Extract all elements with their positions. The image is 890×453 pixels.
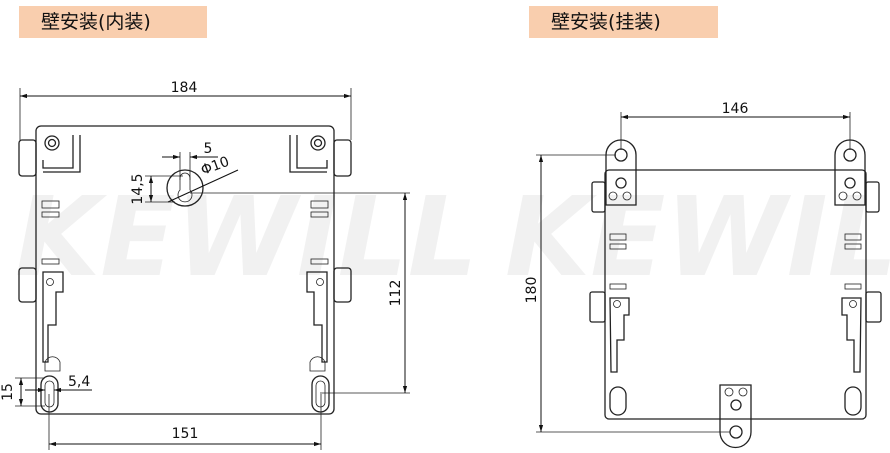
dim-14-5: 14,5 <box>130 173 146 204</box>
dim-146: 146 <box>722 101 749 117</box>
watermark-right: KEWILL <box>505 173 890 301</box>
dim-5: 5 <box>204 141 213 157</box>
right-view-title: 壁安装(挂装) <box>529 6 718 38</box>
dim-184: 184 <box>171 80 198 96</box>
left-view-title: 壁安装(内装) <box>19 6 207 38</box>
left-mounting-plate <box>18 125 352 415</box>
dim-5-4: 5,4 <box>68 374 90 390</box>
right-mounting-plate <box>589 139 882 449</box>
right-dimensions: 146 180 <box>524 101 851 433</box>
keyhole <box>166 169 204 207</box>
dim-112: 112 <box>388 280 404 307</box>
dim-180: 180 <box>524 277 540 304</box>
watermark: KEWILL <box>15 173 478 301</box>
dim-15: 15 <box>0 383 16 401</box>
dim-151: 151 <box>172 426 199 442</box>
